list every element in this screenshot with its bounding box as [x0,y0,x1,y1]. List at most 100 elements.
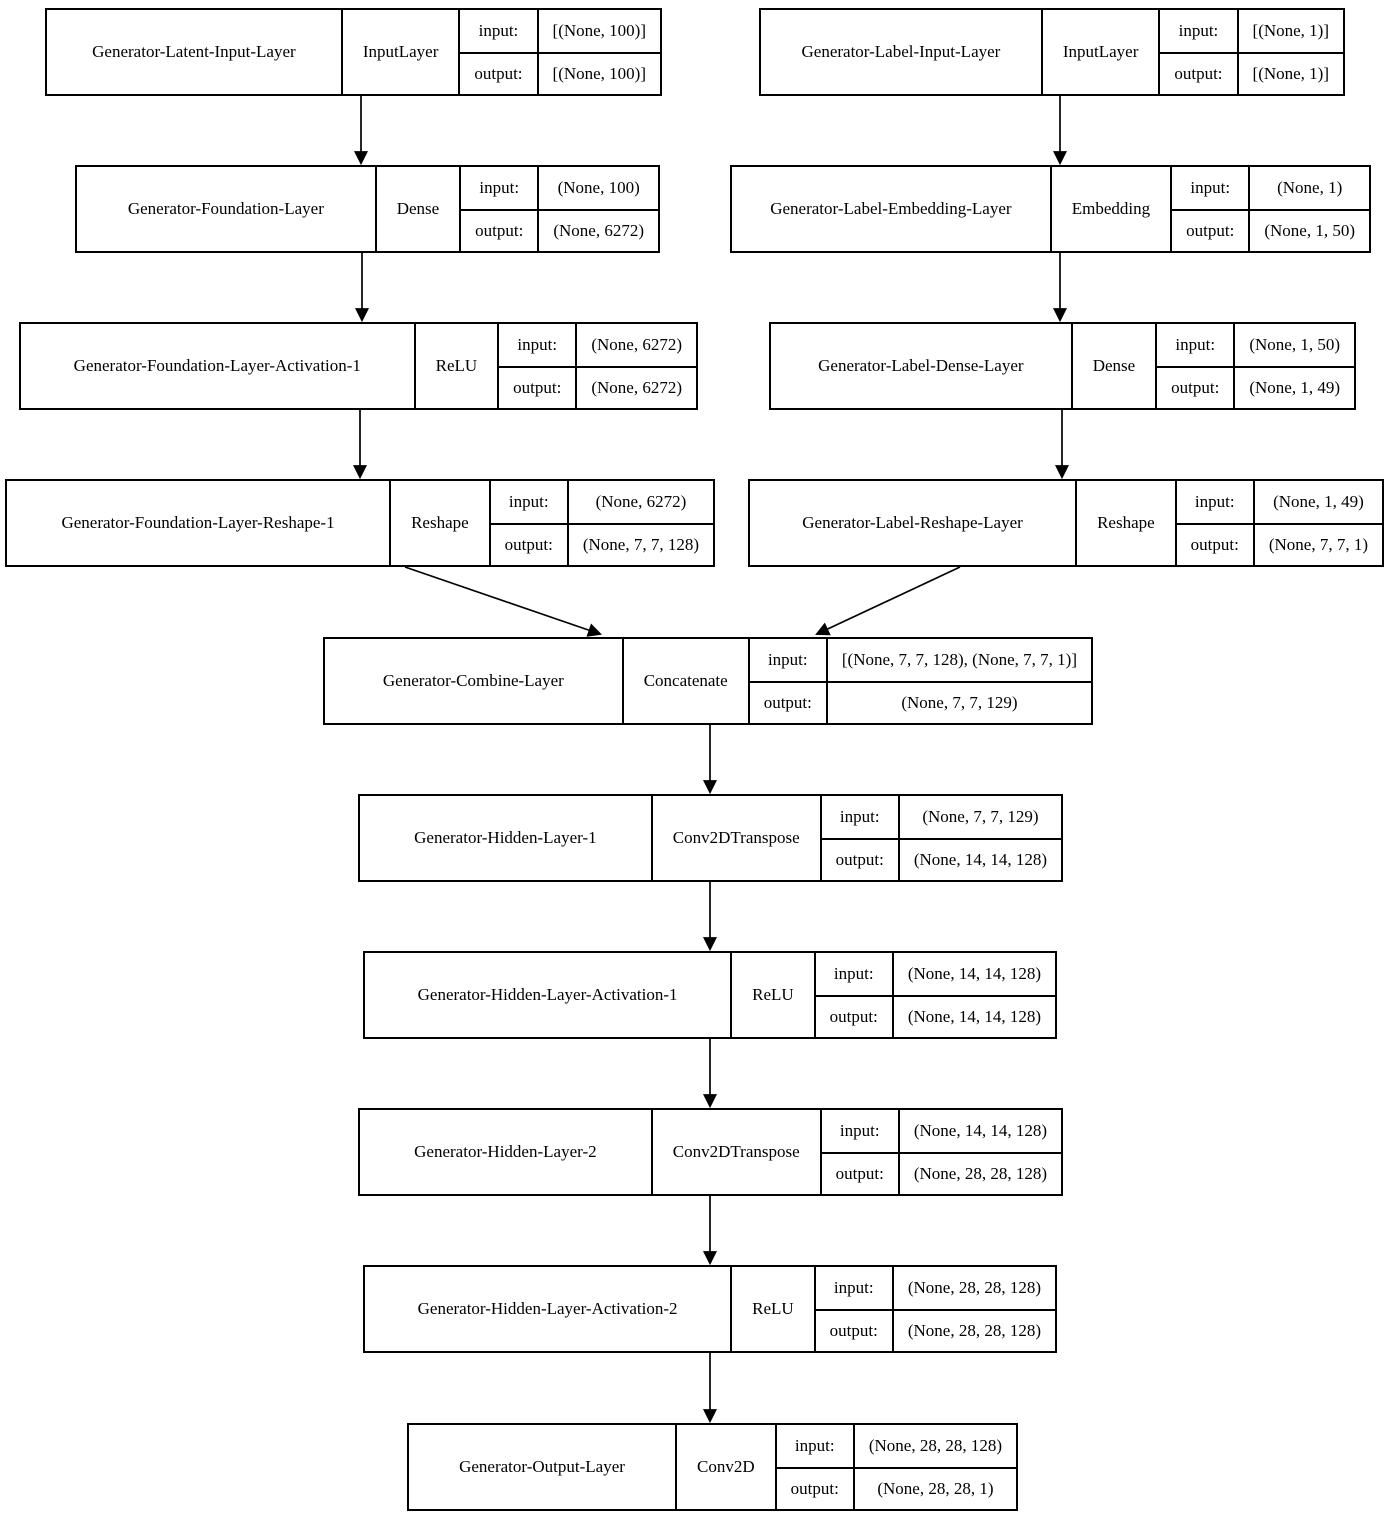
layer-node-hidden2: Generator-Hidden-Layer-2 Conv2DTranspose i… [358,1108,1063,1196]
io-output-shape: (None, 7, 7, 1) [1252,523,1382,565]
io-input-label: input: [1175,335,1216,354]
io-output-shape: (None, 1, 50) [1248,209,1369,251]
io-output-label: output: [821,838,898,880]
io-output-label: output: [1176,523,1253,565]
layer-io-table: input: (None, 100)output:(None, 6272) [459,167,658,251]
layer-type: Reshape [389,481,489,565]
io-output-shape: (None, 6272) [575,366,696,408]
io-output-label: output: [749,681,826,723]
io-output-shape: (None, 28, 28, 128) [891,1309,1055,1351]
io-input-shape: (None, 1, 49) [1252,481,1382,523]
layer-node-label_dense: Generator-Label-Dense-Layer Dense input: (N… [769,322,1356,410]
io-output-label: output: [490,523,567,565]
layer-type: InputLayer [340,10,459,94]
layer-name: Generator-Label-Input-Layer [801,42,1001,61]
io-input-shape: [(None, 1)] [1236,10,1343,52]
io-input-shape: (None, 100) [537,167,658,209]
io-input-label: input: [508,492,549,511]
io-input-shape: (None, 1) [1248,167,1369,209]
layer-name: Generator-Foundation-Layer-Reshape-1 [61,513,335,532]
layer-io-table: input:(None, 14, 14, 128)output:(None, 1… [813,953,1055,1037]
io-output-shape: (None, 7, 7, 128) [566,523,713,565]
io-output-label: output: [1157,366,1234,408]
layer-io-table: input: [(None, 1)]output:[(None, 1)] [1158,10,1343,94]
io-input-label: input: [1190,178,1231,197]
io-input-label: input: [1178,21,1219,40]
layer-node-latent_input: Generator-Latent-Input-Layer InputLayer in… [45,8,662,96]
layer-node-foundation_act: Generator-Foundation-Layer-Activation-1 R… [19,322,698,410]
layer-type: Dense [374,167,459,251]
layer-node-output: Generator-Output-Layer Conv2D input: (None,… [407,1423,1018,1511]
layer-type: Dense [1070,324,1155,408]
layer-name: Generator-Output-Layer [459,1457,625,1476]
io-input-shape: (None, 28, 28, 128) [891,1267,1055,1309]
io-input-label: input: [479,178,520,197]
io-output-label: output: [821,1152,898,1194]
io-output-label: output: [815,1309,892,1351]
io-output-shape: [(None, 1)] [1236,52,1343,94]
layer-type: ReLU [413,324,498,408]
io-input-label: input: [517,335,558,354]
io-input-label: input: [478,21,519,40]
layer-type: ReLU [730,953,814,1037]
layer-name: Generator-Hidden-Layer-2 [414,1142,597,1161]
io-input-shape: (None, 28, 28, 128) [852,1425,1016,1467]
io-output-shape: [(None, 100)] [536,52,660,94]
layer-type: Embedding [1049,167,1170,251]
layer-io-table: input: (None, 6272)output:(None, 6272) [497,324,696,408]
layer-io-table: input: (None, 28, 28, 128)output:(None, 2… [813,1267,1055,1351]
layer-name: Generator-Foundation-Layer-Activation-1 [73,356,361,375]
layer-type: InputLayer [1040,10,1159,94]
edge-arrow-foundation_reshape-to-combine [404,566,602,637]
layer-type: Conv2DTranspose [650,796,820,880]
io-input-label: input: [767,650,808,669]
io-output-label: output: [1160,52,1237,94]
layer-io-table: input: (None, 28, 28, 128)output:(None, 2… [774,1425,1016,1509]
io-output-label: output: [815,995,892,1037]
io-output-shape: (None, 6272) [537,209,658,251]
layer-type: ReLU [730,1267,814,1351]
io-input-shape: (None, 6272) [566,481,713,523]
layer-name: Generator-Hidden-Layer-Activation-1 [417,985,678,1004]
layer-name: Generator-Label-Embedding-Layer [770,199,1012,218]
layer-name: Generator-Hidden-Layer-Activation-2 [417,1299,678,1318]
io-output-label: output: [499,366,576,408]
layer-name: Generator-Label-Dense-Layer [818,356,1024,375]
layer-name: Generator-Latent-Input-Layer [92,42,296,61]
io-output-label: output: [776,1467,853,1509]
io-output-shape: (None, 28, 28, 128) [897,1152,1061,1194]
io-input-label: input: [833,1278,874,1297]
layer-io-table: input:[(None, 7, 7, 128), (None, 7, 7, 1… [747,639,1091,723]
io-output-label: output: [461,209,538,251]
layer-type: Concatenate [621,639,748,723]
io-input-label: input: [839,807,880,826]
edge-arrow-label_reshape-to-combine [815,566,961,636]
io-output-shape: (None, 1, 49) [1233,366,1354,408]
io-input-label: input: [794,1436,835,1455]
layer-node-foundation_reshape: Generator-Foundation-Layer-Reshape-1 Resh… [5,479,715,567]
layer-node-hidden1_act: Generator-Hidden-Layer-Activation-1 ReLU i… [363,951,1057,1039]
layer-type: Conv2DTranspose [650,1110,820,1194]
layer-name: Generator-Label-Reshape-Layer [802,513,1023,532]
layer-io-table: input:(None, 1)output:(None, 1, 50) [1170,167,1369,251]
io-output-shape: (None, 7, 7, 129) [825,681,1091,723]
io-input-shape: (None, 1, 50) [1233,324,1354,366]
io-input-label: input: [833,964,874,983]
io-input-label: input: [839,1121,880,1140]
layer-io-table: input:[(None, 100)]output:[(None, 100)] [458,10,660,94]
layer-io-table: input:(None, 7, 7, 129)output:(None, 14,… [819,796,1061,880]
io-input-shape: (None, 6272) [575,324,696,366]
layer-type: Conv2D [675,1425,775,1509]
io-input-shape: (None, 14, 14, 128) [891,953,1055,995]
io-input-label: input: [1194,492,1235,511]
io-output-shape: (None, 28, 28, 1) [852,1467,1016,1509]
io-input-shape: (None, 7, 7, 129) [897,796,1061,838]
io-output-label: output: [460,52,537,94]
